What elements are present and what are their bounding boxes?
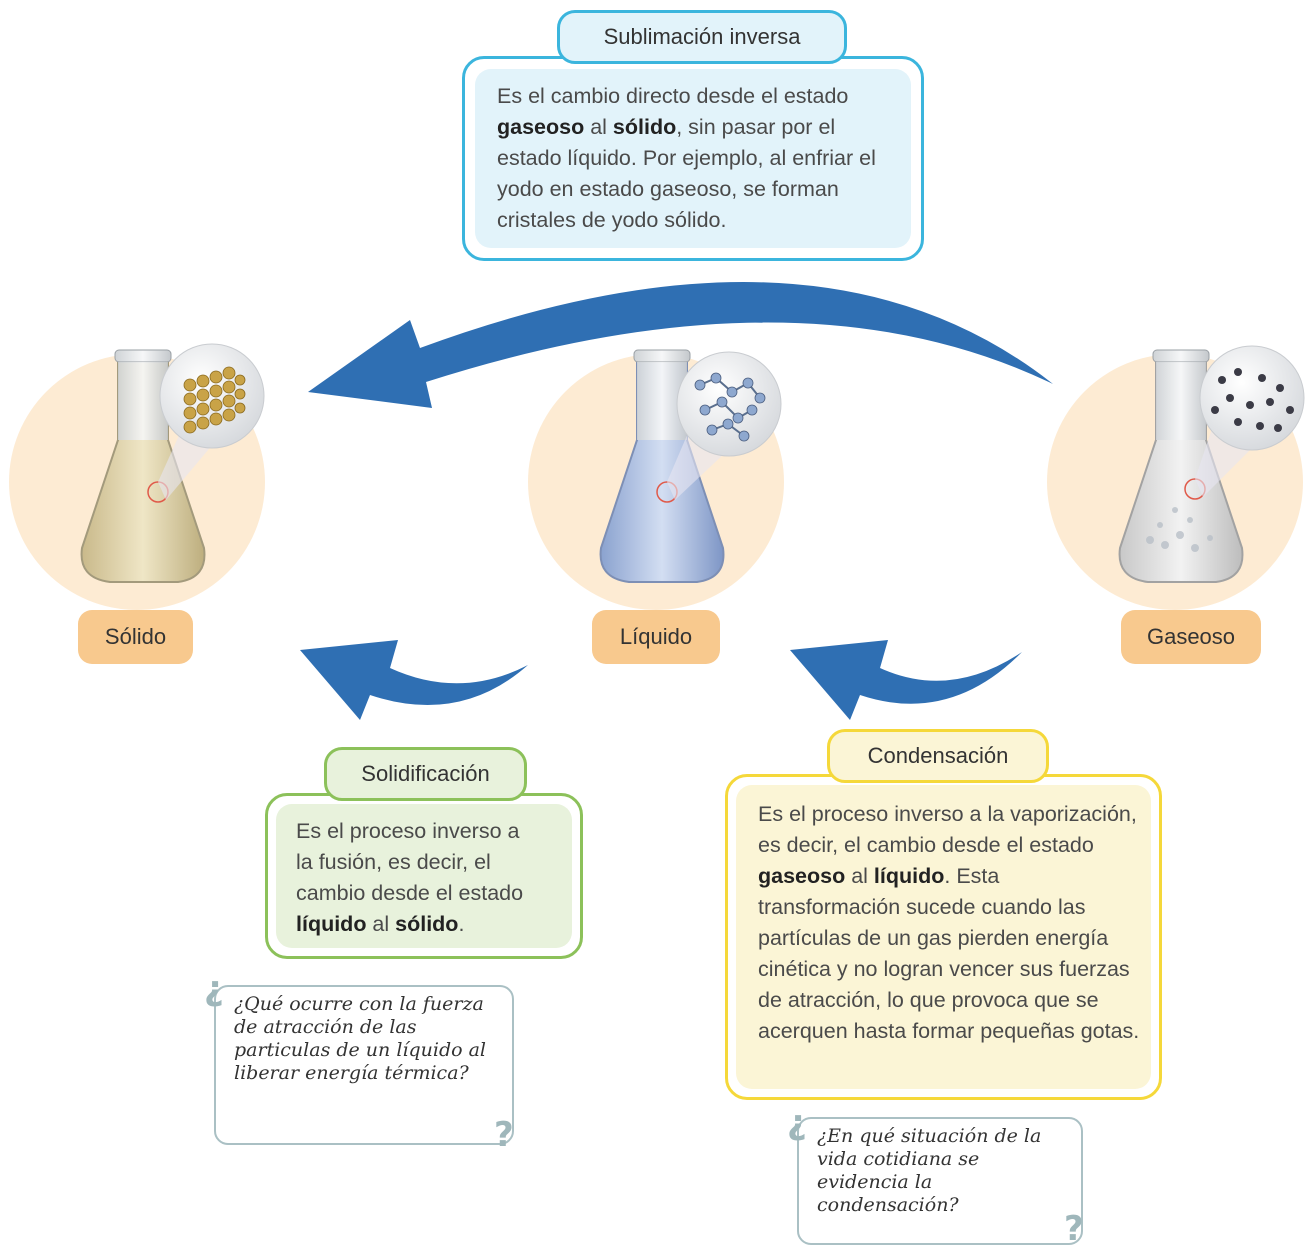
sublimation-inverse-card: Es el cambio directo desde el estado gas… [462,56,924,261]
solidification-title: Solidificación [324,747,527,801]
solidification-card: Es el proceso inverso a la fusión, es de… [265,793,583,959]
liquid-state-label: Líquido [592,610,720,664]
question-1-text: ¿Qué ocurre con la fuerza de atracción d… [234,993,486,1084]
question-open-icon: ¿ [787,1103,807,1143]
arrow-solidification [300,640,528,720]
condensation-description: Es el proceso inverso a la vaporización,… [758,802,1140,1043]
question-2-text: ¿En qué situación de la vida cotidiana s… [817,1125,1042,1216]
question-close-icon: ? [494,1115,514,1155]
question-box-2: ¿En qué situación de la vida cotidiana s… [797,1117,1083,1245]
liquid-flask-image [599,349,782,583]
sublimation-inverse-description: Es el cambio directo desde el estado gas… [497,84,876,232]
arrow-sublimation-inverse [308,282,1053,408]
solidification-description: Es el proceso inverso a la fusión, es de… [296,819,524,936]
gas-flask-image [1118,345,1305,583]
condensation-title: Condensación [827,729,1049,783]
solid-state-label: Sólido [78,610,193,664]
question-open-icon: ¿ [204,969,224,1009]
question-box-1: ¿Qué ocurre con la fuerza de atracción d… [214,985,514,1145]
question-close-icon: ? [1064,1209,1084,1249]
solid-flask-image [80,343,265,583]
sublimation-inverse-title: Sublimación inversa [557,10,847,64]
arrow-condensation [790,640,1022,720]
gas-state-label: Gaseoso [1121,610,1261,664]
condensation-card: Es el proceso inverso a la vaporización,… [725,774,1162,1100]
